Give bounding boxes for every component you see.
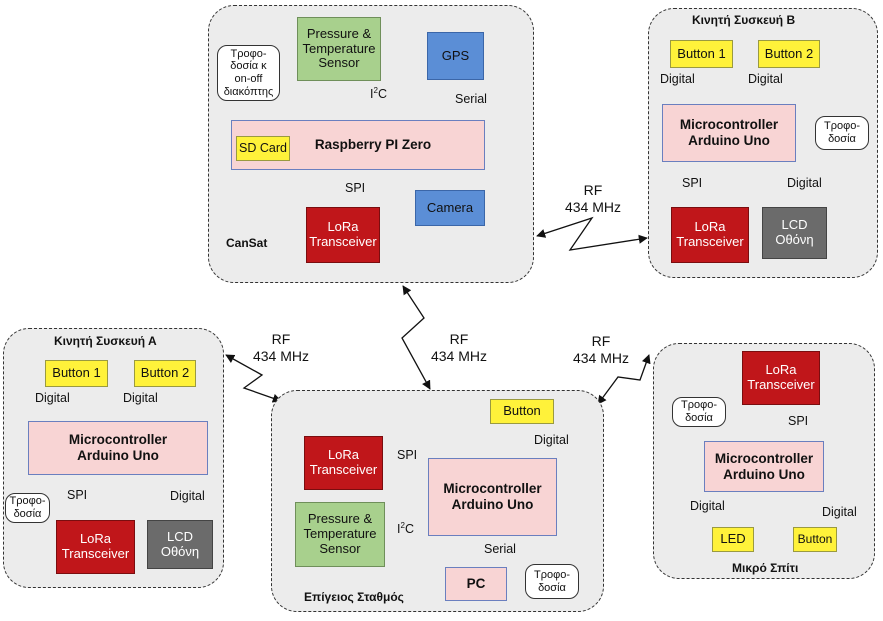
rf-label-cansat-ground: RF 434 MHz xyxy=(430,331,488,364)
device-a-microcontroller: Microcontroller Arduino Uno xyxy=(28,421,208,475)
cansat-power-switch-note: Τροφο- δοσία κ on-off διακόπτης xyxy=(217,45,280,101)
device-a-lora-transceiver: LoRa Transceiver xyxy=(56,520,135,574)
device-b-power-note: Τροφο- δοσία xyxy=(815,116,869,150)
cansat-serial-label: Serial xyxy=(455,92,487,106)
cansat-i2c-label: I2C xyxy=(370,86,387,102)
device-a-spi-label: SPI xyxy=(67,488,88,502)
ground-pc: PC xyxy=(445,567,507,601)
house-lora-transceiver: LoRa Transceiver xyxy=(742,351,820,405)
cansat-gps: GPS xyxy=(427,32,484,80)
small-house-title: Μικρό Σπίτι xyxy=(732,561,799,575)
device-a-lcd-display: LCD Οθόνη xyxy=(147,520,213,569)
rf-link-device-a-ground xyxy=(225,354,282,403)
device-a-button-2[interactable]: Button 2 xyxy=(134,360,196,387)
device-b-lora-transceiver: LoRa Transceiver xyxy=(671,207,749,263)
rf-label-device-a-ground: RF 434 MHz xyxy=(252,331,310,364)
rf-link-cansat-device-b xyxy=(536,216,648,251)
device-a-digital-label-1: Digital xyxy=(35,391,70,405)
device-b-spi-label: SPI xyxy=(682,176,703,190)
rf-link-ground-house xyxy=(597,354,651,405)
house-led: LED xyxy=(712,527,754,552)
ground-station-title: Επίγειος Σταθμός xyxy=(304,590,404,604)
device-a-button-1[interactable]: Button 1 xyxy=(45,360,108,387)
cansat-pressure-temperature-sensor: Pressure & Temperature Sensor xyxy=(297,17,381,81)
ground-digital-label: Digital xyxy=(534,433,569,447)
ground-spi-label: SPI xyxy=(397,448,418,462)
rf-link-cansat-ground xyxy=(401,285,431,390)
cansat-lora-transceiver: LoRa Transceiver xyxy=(306,207,380,263)
rf-label-ground-house: RF 434 MHz xyxy=(572,333,630,366)
device-a-power-note: Τροφο- δοσία xyxy=(5,493,50,523)
device-b-microcontroller: Microcontroller Arduino Uno xyxy=(662,104,796,162)
house-button[interactable]: Button xyxy=(793,527,837,552)
rf-label-cansat-device-b: RF 434 MHz xyxy=(564,182,622,215)
ground-pressure-temperature-sensor: Pressure & Temperature Sensor xyxy=(295,502,385,567)
ground-serial-label: Serial xyxy=(484,542,516,556)
ground-i2c-label: I2C xyxy=(397,521,414,537)
cansat-camera: Camera xyxy=(415,190,485,226)
device-a-digital-label-2: Digital xyxy=(123,391,158,405)
device-b-digital-label-1: Digital xyxy=(660,72,695,86)
cansat-sd-card: SD Card xyxy=(236,136,290,161)
ground-lora-transceiver: LoRa Transceiver xyxy=(304,436,383,490)
house-power-note: Τροφο- δοσία xyxy=(672,397,726,427)
cansat-spi-label: SPI xyxy=(345,181,366,195)
ground-button[interactable]: Button xyxy=(490,399,554,424)
house-microcontroller: Microcontroller Arduino Uno xyxy=(704,441,824,492)
device-b-digital-label-3: Digital xyxy=(787,176,822,190)
device-b-lcd-display: LCD Οθόνη xyxy=(762,207,827,259)
device-a-digital-label-3: Digital xyxy=(170,489,205,503)
house-digital-label-2: Digital xyxy=(822,505,857,519)
ground-microcontroller: Microcontroller Arduino Uno xyxy=(428,458,557,536)
device-b-title: Κινητή Συσκευή Β xyxy=(692,13,796,27)
device-b-button-2[interactable]: Button 2 xyxy=(758,40,820,68)
house-digital-label-1: Digital xyxy=(690,499,725,513)
device-b-digital-label-2: Digital xyxy=(748,72,783,86)
ground-power-note: Τροφο- δοσία xyxy=(525,564,579,599)
house-spi-label: SPI xyxy=(788,414,809,428)
cansat-title: CanSat xyxy=(226,236,268,250)
device-a-title: Κινητή Συσκευή Α xyxy=(54,334,157,348)
device-b-button-1[interactable]: Button 1 xyxy=(670,40,733,68)
